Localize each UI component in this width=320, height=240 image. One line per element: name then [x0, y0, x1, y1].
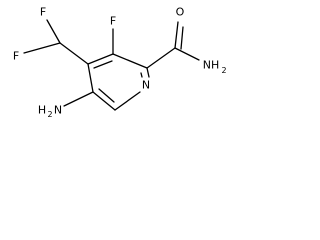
- bond-c4-chf2: [59, 42, 89, 65]
- atom-amide-nh: NH: [203, 59, 220, 72]
- ring-bond-c5-c4: [87, 63, 94, 93]
- molecule-structure-diagram: F F F O N NH 2 H 2 N: [13, 6, 227, 120]
- ring-bond-c4-c3: [87, 53, 114, 65]
- ring-bond-c2-n1-inner: [140, 72, 143, 78]
- atom-fluorine-left-lower: F: [13, 50, 19, 63]
- bond-carbonyl-c-n: [174, 47, 200, 61]
- bond-carbonyl-c-o: [174, 21, 179, 49]
- atom-amine-subscript: 2: [47, 110, 52, 119]
- bond-c5-nh2: [63, 91, 94, 107]
- ring-bond-c3-c2: [112, 53, 148, 69]
- atom-oxygen-carbonyl: O: [176, 6, 185, 19]
- ring-bond-c6-c5-inner: [98, 88, 115, 103]
- bond-c2-carbonyl-c: [146, 47, 176, 69]
- bond-chf2-f-lower: [23, 42, 61, 54]
- atom-amine-n: N: [54, 104, 62, 117]
- atom-amine-h: H: [38, 104, 46, 117]
- bond-chf2-f-upper: [46, 19, 61, 44]
- ring-bond-c4-c3-inner: [93, 60, 113, 69]
- ring-bond-c6-c5: [92, 91, 116, 111]
- atom-nitrogen-ring: N: [142, 79, 150, 92]
- atom-fluorine-left-upper: F: [40, 6, 46, 19]
- bond-carbonyl-c-o-double: [180, 26, 184, 50]
- atom-fluorine-top: F: [110, 15, 116, 28]
- ring-bond-n1-c6: [114, 91, 141, 111]
- ring-bond-c2-n1: [146, 67, 150, 78]
- atom-amide-subscript: 2: [221, 66, 226, 75]
